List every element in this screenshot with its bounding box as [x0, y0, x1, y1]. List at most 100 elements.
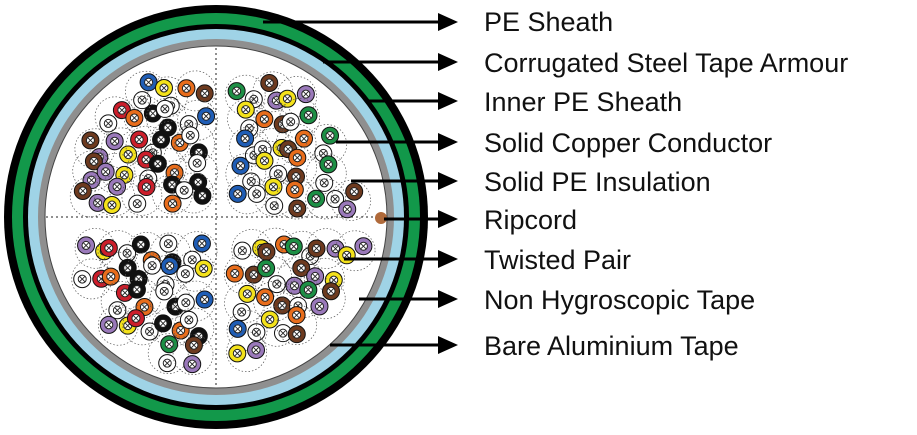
conductor-hatch [201, 90, 208, 97]
callout-bare-aluminium-tape: Bare Aluminium Tape [330, 331, 739, 361]
twisted-pair [223, 253, 265, 295]
label-solid-pe-insulation: Solid PE Insulation [484, 167, 711, 197]
conductor-hatch [166, 263, 173, 269]
conductor-hatch [266, 80, 273, 86]
conductor-hatch [313, 195, 319, 202]
twisted-pair [101, 127, 142, 169]
conductor-hatch [239, 247, 246, 254]
conductor-hatch [172, 303, 179, 310]
conductor-hatch [261, 157, 268, 164]
conductor-hatch [146, 328, 153, 335]
conductor-hatch [244, 291, 251, 297]
conductor-hatch [191, 342, 197, 349]
arrow-head [438, 53, 458, 71]
pair-outline [251, 255, 292, 297]
conductor-hatch [234, 326, 241, 332]
conductor-hatch [186, 317, 192, 323]
arrow-head [438, 336, 458, 354]
twisted-pair [98, 251, 140, 293]
conductor-hatch [351, 188, 358, 195]
conductor-hatch [166, 341, 172, 348]
conductor-hatch [195, 179, 201, 185]
conductor-hatch [238, 309, 245, 315]
label-solid-copper-conductor: Solid Copper Conductor [484, 128, 772, 158]
conductor-hatch [83, 242, 89, 249]
conductor-hatch [194, 160, 200, 166]
pair-outline [276, 146, 318, 188]
pair-outline [330, 180, 372, 221]
twisted-pair [226, 173, 268, 215]
twisted-pair [305, 178, 346, 220]
pair-outline [177, 152, 219, 193]
twisted-pair [256, 305, 297, 347]
cable-layers [4, 5, 428, 429]
conductor-hatch [250, 271, 257, 278]
conductor-hatch [280, 330, 286, 336]
pair-outline [282, 277, 324, 319]
conductor-hatch [109, 202, 115, 208]
conductor-hatch [242, 106, 249, 113]
conductor-hatch [253, 191, 260, 197]
twisted-pair [172, 172, 214, 214]
conductor-hatch [161, 288, 168, 295]
pair-outline [276, 76, 317, 117]
conductor-hatch [263, 248, 270, 255]
conductor-hatch [360, 243, 367, 250]
callout-solid-pe-insulation: Solid PE Insulation [351, 167, 711, 197]
conductor-hatch [162, 106, 168, 112]
conductor-hatch [303, 91, 309, 97]
conductor-hatch [293, 173, 299, 180]
pair-outline [174, 280, 216, 322]
conductor-hatch [270, 184, 277, 190]
conductor-hatch [183, 85, 190, 92]
twisted-pair [226, 331, 268, 373]
conductor-hatch [165, 124, 171, 131]
conductor-hatch [108, 273, 114, 280]
label-inner-pe-sheath: Inner PE Sheath [484, 87, 682, 117]
conductor-hatch [106, 245, 112, 251]
callouts: PE Sheath Corrugated Steel Tape Armour I… [263, 7, 848, 361]
conductor-hatch [291, 282, 298, 289]
conductor-hatch [176, 139, 183, 146]
conductor-hatch [143, 156, 149, 163]
conductor-hatch [102, 168, 109, 175]
conductor-hatch [305, 112, 312, 119]
conductor-hatch [134, 200, 141, 207]
pair-outline [224, 74, 266, 116]
conductor-hatch [234, 191, 241, 197]
conductor-hatch [200, 265, 207, 272]
conductor-hatch [234, 350, 241, 357]
conductor-hatch [327, 132, 333, 139]
conductor-hatch [313, 245, 320, 252]
twisted-pair [174, 250, 215, 292]
pair-outline [305, 153, 347, 194]
conductor-hatch [187, 132, 194, 139]
conductor-hatch [189, 256, 196, 263]
conductor-hatch [155, 160, 161, 167]
conductor-hatch [87, 137, 94, 144]
conductor-hatch [169, 181, 175, 188]
twisted-pair [97, 304, 139, 346]
conductor-hatch [293, 331, 300, 338]
conductor-hatch [343, 252, 350, 259]
conductor-hatch [332, 245, 339, 252]
pair-outline [177, 99, 218, 141]
conductor-hatch [330, 277, 337, 283]
conductor-hatch [292, 186, 298, 193]
twisted-pair [276, 146, 318, 188]
conductor-hatch [138, 241, 144, 248]
conductor-hatch [124, 265, 131, 271]
pair-outline [145, 147, 187, 189]
conductor-hatch [134, 286, 140, 293]
conductor-hatch [171, 169, 178, 176]
conductor-hatch [203, 113, 209, 120]
conductor-hatch [284, 95, 291, 102]
twisted-pair [175, 70, 216, 112]
conductor-hatch [294, 154, 301, 161]
pair-outline [226, 173, 268, 215]
twisted-pair [305, 153, 347, 194]
pair-outline [174, 123, 215, 165]
conductor-hatch [158, 136, 164, 143]
twisted-pairs [69, 70, 376, 376]
